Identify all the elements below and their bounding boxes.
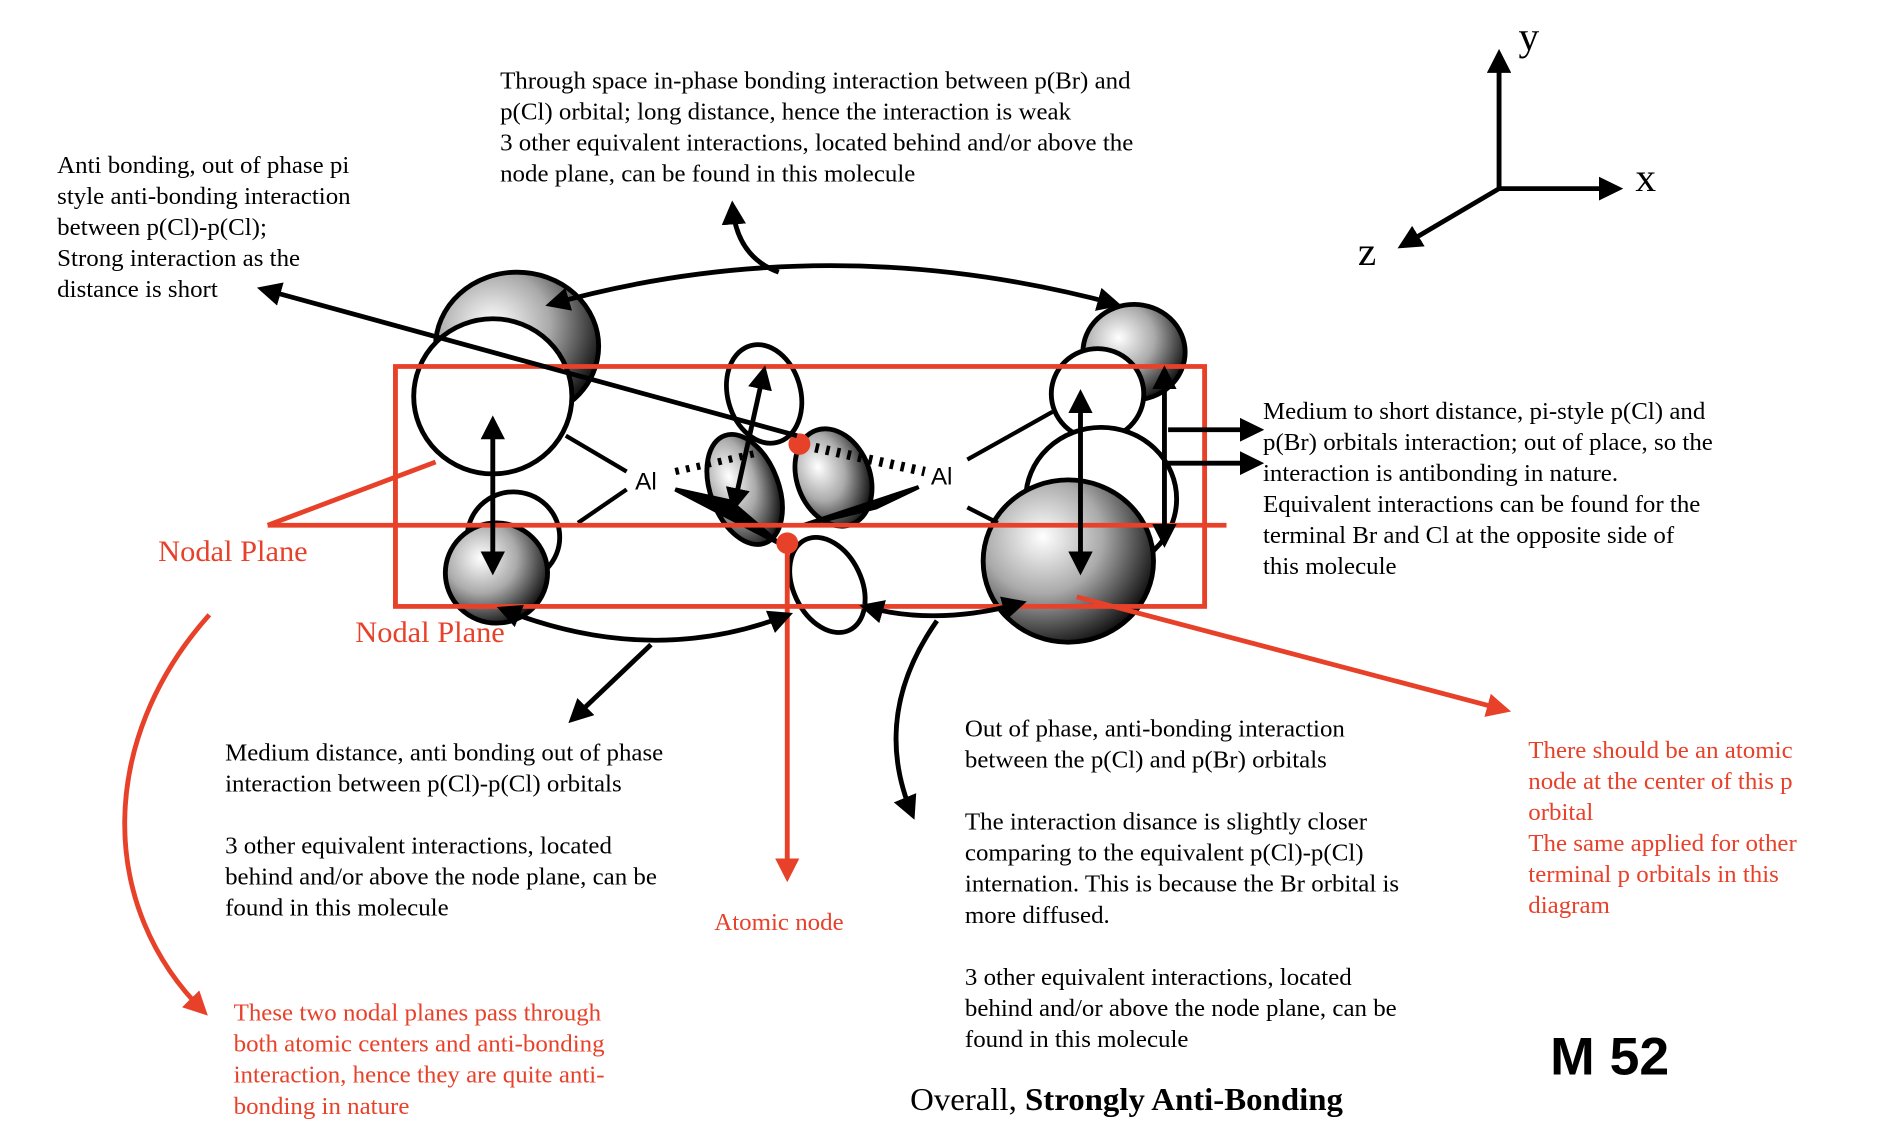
figure-label: M 52	[1550, 1028, 1669, 1086]
atomic-node-label: Atomic node	[714, 909, 843, 936]
atom-al-right: Al	[931, 464, 953, 491]
nodal-plane-label: Nodal Plane	[355, 615, 505, 649]
axis-triad	[1397, 48, 1624, 249]
bottom-left-note: Medium distance, anti bonding out of pha…	[225, 740, 663, 922]
atomic-node-dot	[776, 532, 799, 554]
top-note: Through space in-phase bonding interacti…	[500, 68, 1133, 188]
atomic-node-dot	[788, 433, 811, 455]
axis-x-label: x	[1635, 154, 1656, 200]
atom-al-left: Al	[635, 469, 657, 496]
bonds	[564, 410, 1054, 546]
axis-z-label: z	[1358, 228, 1376, 274]
overall-summary: Overall, Strongly Anti-Bonding	[910, 1082, 1343, 1118]
orbitals	[411, 269, 1188, 645]
axis-y-label: y	[1519, 13, 1540, 59]
nodal-plane-label: Nodal Plane	[158, 534, 308, 568]
interaction-arrows	[256, 200, 1265, 820]
right-note: Medium to short distance, pi-style p(Cl)…	[1263, 398, 1713, 580]
nodal-planes	[122, 364, 1512, 1016]
